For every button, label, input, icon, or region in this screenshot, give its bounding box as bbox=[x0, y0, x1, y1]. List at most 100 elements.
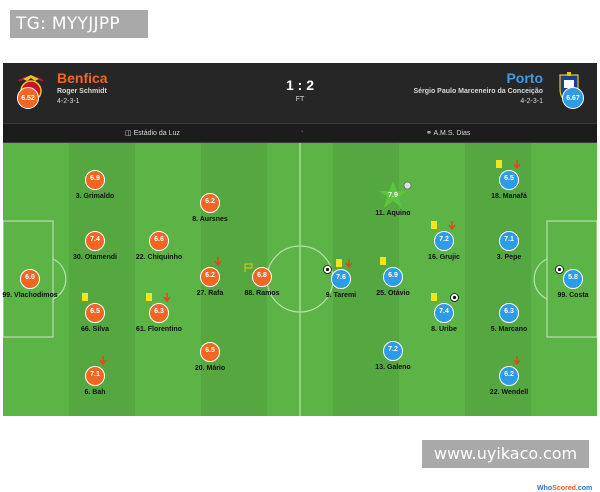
sub-off-arrow-icon bbox=[448, 221, 456, 231]
away-formation: 4-2-3-1 bbox=[520, 98, 543, 105]
player-rating-badge bbox=[499, 170, 519, 190]
player-rating-badge bbox=[434, 231, 454, 251]
yellow-card-icon bbox=[82, 293, 88, 301]
assist-icon bbox=[403, 181, 412, 190]
player-name: 11. Aquino bbox=[375, 210, 411, 217]
info-separator: · bbox=[301, 128, 304, 135]
sub-off-arrow-icon bbox=[345, 259, 353, 269]
player-name: 18. Manafá bbox=[491, 193, 527, 200]
player-rating-badge bbox=[200, 193, 220, 213]
player-rating-badge bbox=[434, 303, 454, 323]
player-name: 8. Uribe bbox=[431, 326, 457, 333]
home-team-name[interactable]: Benfica bbox=[57, 70, 108, 86]
player-rating: 7.2 bbox=[439, 236, 449, 243]
player-rating: 6.2 bbox=[205, 272, 215, 279]
player-rating-badge bbox=[383, 341, 403, 361]
player-rating: 7.2 bbox=[388, 346, 398, 353]
goal-ball-icon bbox=[450, 293, 459, 302]
match-header: 6.52 Benfica Roger Schmidt 4-2-3-1 1 : 2… bbox=[3, 63, 597, 123]
yellow-card-icon bbox=[431, 293, 437, 301]
player-rating-badge bbox=[85, 170, 105, 190]
player-name: 5. Marcano bbox=[490, 326, 528, 333]
player-rating-badge bbox=[331, 269, 351, 289]
player-name: 99. Vlachodimos bbox=[2, 292, 58, 299]
player-rating: 7.9 bbox=[388, 192, 398, 199]
player-rating: 7.1 bbox=[504, 236, 514, 243]
away-coach: Sérgio Paulo Marceneiro da Conceição bbox=[413, 88, 543, 95]
referee-name: A.M.S. Dias bbox=[433, 130, 471, 137]
player-rating: 6.3 bbox=[504, 308, 514, 315]
player-name: 61. Florentino bbox=[136, 326, 182, 333]
sub-off-arrow-icon bbox=[99, 356, 107, 366]
player-rating-badge bbox=[252, 267, 272, 287]
player-rating-badge bbox=[499, 366, 519, 386]
player-rating: 7.1 bbox=[90, 371, 100, 378]
watermark-top: TG: MYYJJPP bbox=[10, 10, 148, 38]
venue-name: Estádio da Luz bbox=[133, 130, 180, 137]
whoscored-logo[interactable]: WhoScored.com bbox=[537, 485, 592, 492]
player-rating-badge bbox=[200, 342, 220, 362]
player-rating: 6.2 bbox=[205, 198, 215, 205]
player-rating-badge bbox=[149, 231, 169, 251]
player-name: 25. Otávio bbox=[376, 290, 410, 297]
player-name: 13. Galeno bbox=[375, 364, 411, 371]
player-rating: 6.9 bbox=[90, 175, 100, 182]
stadium-icon: ◫ bbox=[125, 130, 132, 137]
lineup-card: 6.52 Benfica Roger Schmidt 4-2-3-1 1 : 2… bbox=[2, 63, 597, 492]
yellow-card-icon bbox=[336, 259, 342, 267]
venue: ◫ Estádio da Luz bbox=[125, 129, 180, 137]
away-team-name[interactable]: Porto bbox=[506, 70, 543, 86]
sub-off-arrow-icon bbox=[214, 257, 222, 267]
player-name: 3. Grimaldo bbox=[75, 193, 115, 200]
player-rating: 6.3 bbox=[154, 308, 164, 315]
player-rating: 7.4 bbox=[90, 236, 100, 243]
yellow-card-icon bbox=[431, 221, 437, 229]
player-name: 22. Wendell bbox=[489, 389, 529, 396]
porto-crest-icon[interactable]: 6.67 bbox=[551, 71, 587, 109]
goal-ball-icon bbox=[323, 265, 332, 274]
player-rating: 6.5 bbox=[205, 347, 215, 354]
player-rating: 5.8 bbox=[568, 274, 578, 281]
player-name: 9. Taremi bbox=[325, 292, 357, 299]
player-rating-badge bbox=[383, 267, 403, 287]
player-rating: 7.6 bbox=[336, 274, 346, 281]
goal-ball-icon bbox=[555, 265, 564, 274]
player-rating: 6.9 bbox=[388, 272, 398, 279]
player-rating: 6.8 bbox=[257, 272, 267, 279]
match-info-bar: ◫ Estádio da Luz · ⚭ A.M.S. Dias bbox=[3, 123, 597, 143]
player-name: 99. Costa bbox=[557, 292, 589, 299]
home-coach: Roger Schmidt bbox=[57, 88, 107, 95]
player-name: 88. Ramos bbox=[244, 290, 280, 297]
player-name: 30. Otamendi bbox=[73, 254, 117, 261]
sub-off-arrow-icon bbox=[513, 356, 521, 366]
player-name: 22. Chiquinho bbox=[135, 254, 183, 261]
sub-off-arrow-icon bbox=[163, 293, 171, 303]
player-rating-badge bbox=[499, 231, 519, 251]
yellow-card-icon bbox=[496, 160, 502, 168]
whistle-icon: ⚭ bbox=[426, 130, 432, 137]
player-name: 27. Rafa bbox=[196, 290, 224, 297]
player-rating: 6.2 bbox=[504, 371, 514, 378]
benfica-crest-icon[interactable]: 6.52 bbox=[13, 71, 49, 109]
pitch: 6.0 99. Vlachodimos 6.9 3. Grimaldo 7.4 30. O… bbox=[2, 143, 597, 492]
corner-flag-icon bbox=[244, 263, 253, 272]
man-of-the-match-star-icon bbox=[379, 181, 407, 208]
player-rating: 6.5 bbox=[504, 175, 514, 182]
sub-off-arrow-icon bbox=[513, 160, 521, 170]
player-rating-badge bbox=[499, 303, 519, 323]
home-team-rating: 6.52 bbox=[17, 87, 39, 109]
player-rating: 6.5 bbox=[90, 308, 100, 315]
player-rating-badge bbox=[149, 303, 169, 323]
player-rating: 7.4 bbox=[439, 308, 449, 315]
player-rating-badge bbox=[200, 267, 220, 287]
player-rating: 6.0 bbox=[25, 274, 35, 281]
match-status: FT bbox=[295, 96, 305, 103]
yellow-card-icon bbox=[146, 293, 152, 301]
brand-who: Who bbox=[537, 485, 553, 492]
player-rating-badge bbox=[85, 366, 105, 386]
player-name: 6. Bah bbox=[84, 389, 106, 396]
player-name: 66. Silva bbox=[80, 326, 110, 333]
away-team-rating: 6.67 bbox=[562, 87, 584, 109]
referee: ⚭ A.M.S. Dias bbox=[426, 129, 470, 137]
brand-scored: Scored bbox=[552, 485, 576, 492]
